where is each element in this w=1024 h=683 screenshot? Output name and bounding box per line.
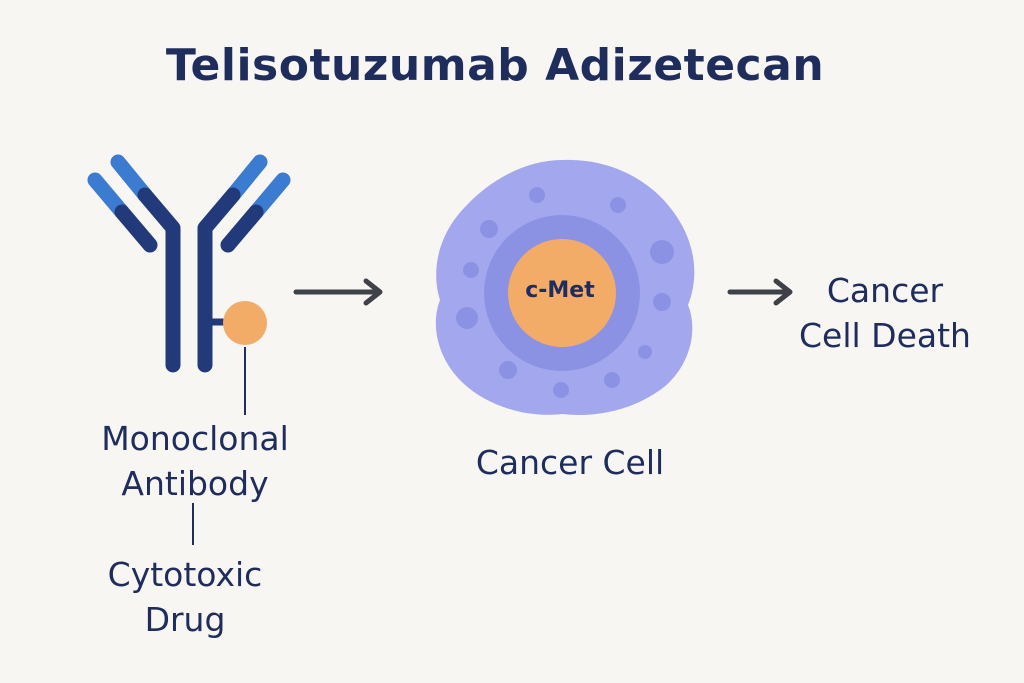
drug-label: Cytotoxic Drug [60,552,310,642]
cell-organelle [610,197,626,213]
diagram-title: Telisotuzumab Adizetecan [165,40,825,91]
cancer-cell-label: Cancer Cell [475,443,665,482]
antibody-left-heavy-chain [137,187,181,373]
antibody-right-outer-arm [220,204,264,253]
drug-label-line2: Drug [144,600,226,639]
arrow-right-icon [727,278,793,306]
antibody-left-outer-arm [114,204,158,253]
cell-organelle [553,382,569,398]
cell-organelle [463,262,479,278]
cell-organelle [499,361,517,379]
cell-organelle [529,187,545,203]
antibody-label-line1: Monoclonal [101,419,289,458]
cancer-cell-icon [435,159,695,415]
cell-organelle [604,372,620,388]
cell-organelle [456,307,478,329]
antibody-right-heavy-chain [197,187,241,373]
drug-label-line1: Cytotoxic [107,555,263,594]
cell-death-label-line1: Cancer [826,271,944,310]
cell-organelle [638,345,652,359]
drug-payload-icon [223,301,267,345]
antibody-icon [87,154,291,373]
cell-organelle [650,240,674,264]
cell-organelle [480,220,498,238]
c-met-receptor-icon [508,239,616,347]
antibody-label: Monoclonal Antibody [60,416,330,506]
cell-death-label: Cancer Cell Death [770,268,1000,358]
arrow-right-icon [293,278,383,306]
cell-organelle [653,293,671,311]
c-met-label: c-Met [525,278,595,303]
cell-death-label-line2: Cell Death [799,316,971,355]
antibody-label-line2: Antibody [121,464,269,503]
